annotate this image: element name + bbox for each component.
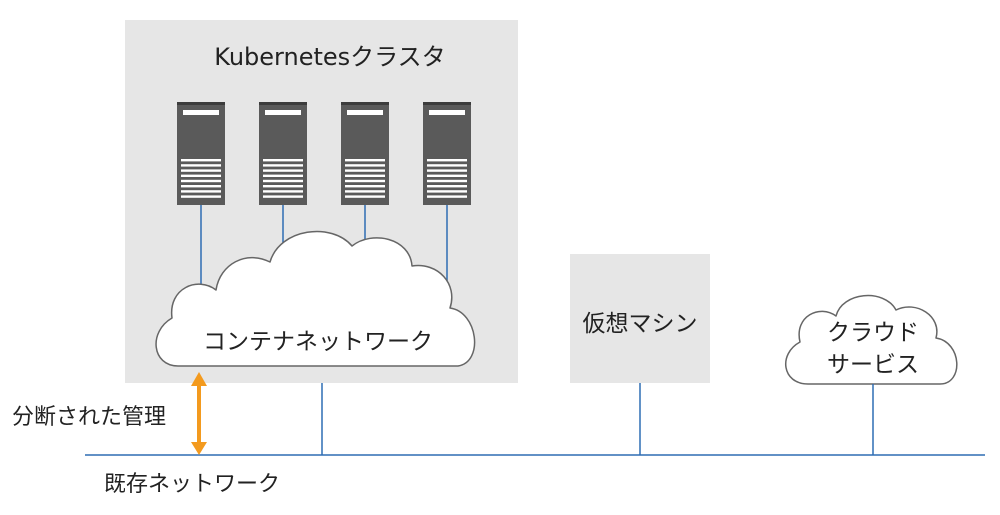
cluster-title: Kubernetesクラスタ xyxy=(214,43,445,71)
server-slot xyxy=(429,110,465,115)
separated-management-label: 分断された管理 xyxy=(12,405,166,430)
server-vent xyxy=(427,185,467,188)
server-vent xyxy=(181,169,221,172)
server-vent xyxy=(263,185,303,188)
server-icon xyxy=(341,102,389,205)
server-vent xyxy=(345,185,385,188)
server-vent xyxy=(345,195,385,198)
server-vent xyxy=(263,159,303,162)
server-vent xyxy=(427,190,467,193)
server-vent xyxy=(263,164,303,167)
server-vent xyxy=(181,185,221,188)
server-vent xyxy=(345,174,385,177)
server-vent xyxy=(263,174,303,177)
server-vent xyxy=(181,174,221,177)
server-vent xyxy=(427,164,467,167)
server-vent xyxy=(427,195,467,198)
server-vent xyxy=(263,179,303,183)
virtual-machine-box xyxy=(570,254,710,383)
server-vent xyxy=(427,179,467,183)
server-vent xyxy=(427,159,467,162)
cloud-service-cloud: クラウド サービス xyxy=(785,294,958,385)
server-vent xyxy=(181,195,221,198)
arrow-head-down xyxy=(191,442,207,455)
servers-group xyxy=(177,102,471,205)
server-vent xyxy=(345,164,385,167)
server-slot xyxy=(347,110,383,115)
server-vent xyxy=(263,195,303,198)
server-vent xyxy=(345,179,385,183)
server-vent xyxy=(427,169,467,172)
server-vent xyxy=(181,159,221,162)
server-vent xyxy=(345,159,385,162)
existing-network-label: 既存ネットワーク xyxy=(104,472,280,497)
server-slot xyxy=(183,110,219,115)
server-icon xyxy=(177,102,225,205)
server-vent xyxy=(345,190,385,193)
cloud-service-label-line2: サービス xyxy=(827,352,919,378)
server-slot xyxy=(265,110,301,115)
container-network-label: コンテナネットワーク xyxy=(203,329,433,355)
arrow-head-up xyxy=(191,372,207,386)
server-vent xyxy=(181,190,221,193)
server-vent xyxy=(263,169,303,172)
server-vent xyxy=(181,164,221,167)
container-network-cloud-shape xyxy=(155,230,476,367)
server-icon xyxy=(423,102,471,205)
container-network-cloud: コンテナネットワーク xyxy=(155,230,476,367)
separated-management-arrow xyxy=(191,372,207,455)
existing-network-lines xyxy=(85,383,985,456)
server-icon xyxy=(259,102,307,205)
server-vent xyxy=(263,190,303,193)
cloud-service-shape xyxy=(785,294,958,385)
cloud-service-label-line1: クラウド xyxy=(827,320,919,346)
server-vent xyxy=(181,179,221,183)
virtual-machine-label: 仮想マシン xyxy=(583,311,698,337)
server-vent xyxy=(345,169,385,172)
server-vent xyxy=(427,174,467,177)
